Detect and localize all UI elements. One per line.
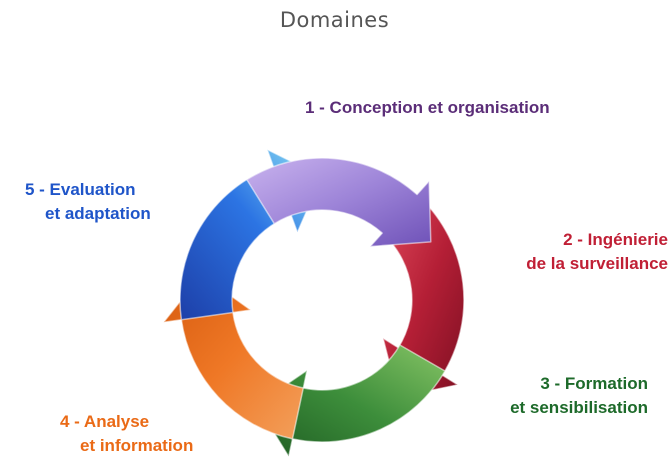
step-2-line2: de la surveillance [526,254,668,273]
arrow-step-3 [256,344,446,458]
step-3-label: 3 - Formation et sensibilisation [470,372,648,420]
step-1-label: 1 - Conception et organisation [305,96,550,120]
page-title: Domaines [279,8,390,32]
step-2-line1: 2 - Ingénierie [563,230,668,249]
step-3-line1: 3 - Formation [540,374,648,393]
step-1-line1: 1 - Conception et organisation [305,98,550,117]
step-4-line1: 4 - Analyse [60,412,150,431]
step-5-label: 5 - Evaluation et adaptation [25,178,151,226]
step-5-line2: et adaptation [45,204,151,223]
step-3-line2: et sensibilisation [510,398,648,417]
step-4-line2: et information [80,436,194,455]
step-5-line1: 5 - Evaluation [25,180,136,199]
arrow-step-1 [246,157,432,248]
step-4-label: 4 - Analyse et information [60,410,193,458]
step-2-label: 2 - Ingénierie de la surveillance [478,228,668,276]
